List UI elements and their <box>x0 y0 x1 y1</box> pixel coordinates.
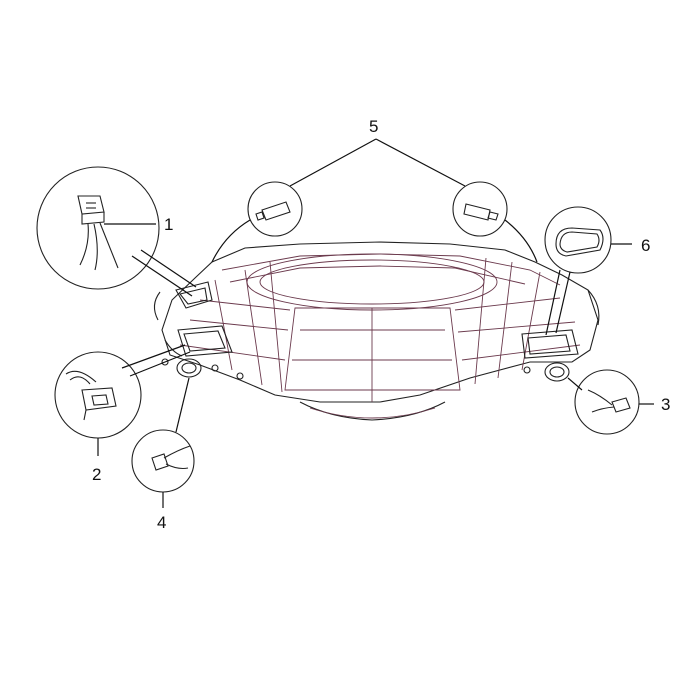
callout-3: 3 <box>661 395 670 414</box>
right-switch-housing <box>521 329 579 359</box>
center-panel <box>284 307 461 391</box>
callout-4: 4 <box>157 513 166 532</box>
cover-outline <box>161 241 599 403</box>
callout-5: 5 <box>369 117 378 136</box>
detail-circle-bulb-5-left <box>247 181 303 237</box>
detail-circle-connector-4 <box>131 429 195 493</box>
left-lower-switch-housing <box>177 325 233 357</box>
detail-circle-connector-3 <box>574 369 640 435</box>
callout-2: 2 <box>92 465 101 484</box>
right-lamp-socket <box>544 362 570 382</box>
callout-1: 1 <box>164 215 173 234</box>
detail-circle-switch-1 <box>36 166 160 290</box>
detail-circle-lens-6 <box>544 206 612 274</box>
left-lamp-socket <box>176 358 202 378</box>
handlebar-cover <box>153 241 600 421</box>
display-opening <box>246 253 498 311</box>
detail-circle-bulb-5-right <box>452 181 508 237</box>
left-upper-switch-housing <box>175 281 213 309</box>
detail-circle-switch-2 <box>54 351 142 439</box>
callout-6: 6 <box>641 236 650 255</box>
